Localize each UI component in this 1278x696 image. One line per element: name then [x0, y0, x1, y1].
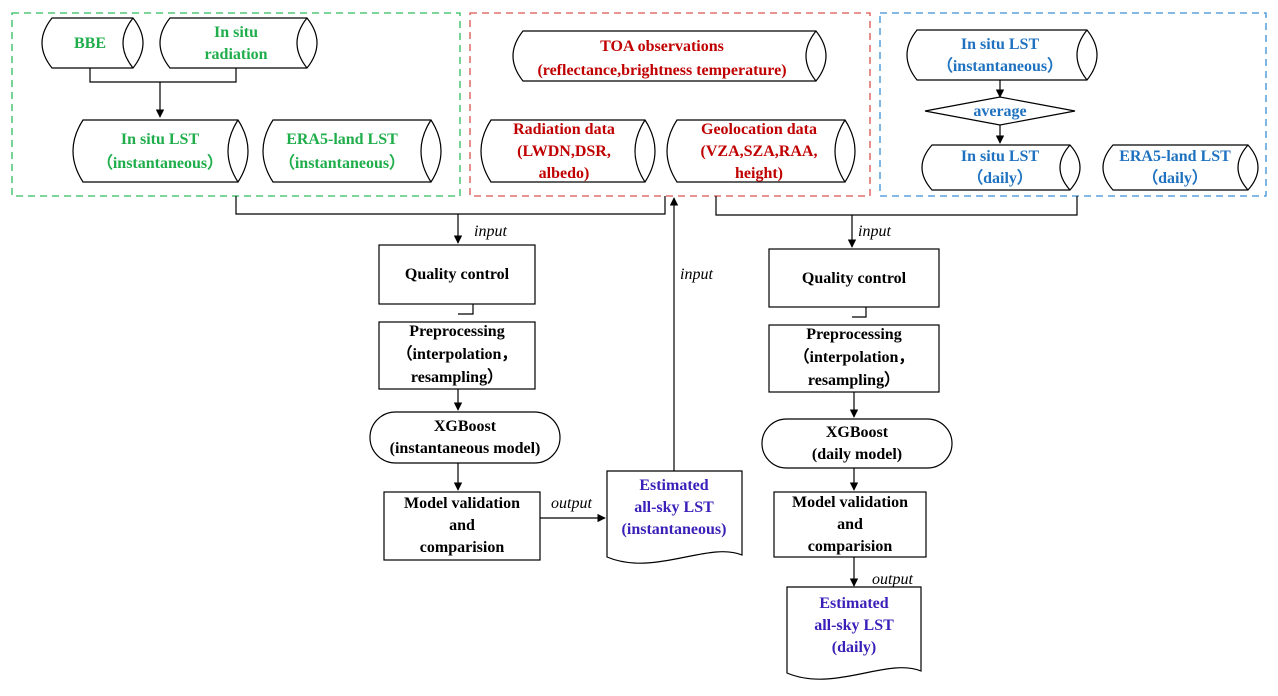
text-right-estimated-line-0: Estimated: [819, 595, 888, 612]
cylinder-blue-insitu-daily: [921, 144, 1081, 191]
cylinder-era5-lst-inst: [262, 119, 442, 183]
label-right-output: output: [872, 571, 913, 588]
text-insitu-lst-inst-line-0: In situ LST: [121, 131, 200, 148]
cylinder-geolocation-data: [666, 119, 856, 183]
cylinder-blue-era5-daily: [1102, 144, 1259, 191]
doc-right-estimated: [786, 586, 922, 680]
group-box-red: [469, 12, 871, 197]
text-left-validation-line-0: Model validation: [404, 495, 520, 512]
text-insitu-radiation-line-1: radiation: [204, 46, 267, 63]
text-geolocation-data-line-2: height): [735, 165, 783, 182]
terminal-left-xgboost: [369, 411, 561, 464]
text-toa-line-1: (reflectance,brightness temperature): [537, 62, 786, 79]
arrow-left-qc-preproc: [458, 304, 474, 315]
text-right-estimated-line-1: all-sky LST: [814, 617, 894, 634]
text-right-preprocessing-line-0: Preprocessing: [806, 326, 901, 343]
text-right-validation-line-0: Model validation: [792, 494, 908, 511]
cylinder-radiation-data: [480, 119, 656, 183]
label-right-input: input: [858, 223, 891, 240]
text-left-estimated-line-2: (instantaneous): [622, 521, 727, 538]
box-right-validation: [773, 491, 927, 558]
diamond-average: [924, 96, 1076, 126]
text-right-estimated-line-2: (daily): [832, 639, 876, 656]
label-left-input: input: [474, 223, 507, 240]
cylinder-bbe: [41, 17, 144, 69]
text-insitu-radiation-line-0: In situ: [214, 24, 258, 41]
text-radiation-data-line-0: Radiation data: [513, 121, 615, 138]
text-right-xgboost-line-0: XGBoost: [826, 424, 889, 441]
box-left-quality-control: [378, 244, 536, 305]
box-left-validation: [383, 491, 541, 561]
text-left-preprocessing-line-0: Preprocessing: [409, 323, 504, 340]
box-left-preprocessing: [378, 321, 536, 390]
text-geolocation-data-line-0: Geolocation data: [701, 121, 817, 138]
text-toa-line-0: TOA observations: [600, 38, 724, 55]
arrow-right-qc-preproc: [852, 307, 867, 318]
box-right-preprocessing: [768, 324, 940, 393]
text-left-preprocessing-line-2: resampling）: [411, 368, 503, 386]
text-right-validation-line-1: and: [837, 516, 863, 533]
group-box-blue: [879, 12, 1267, 197]
text-left-quality-control-line-0: Quality control: [405, 266, 510, 283]
text-right-xgboost-line-1: (daily model): [812, 446, 902, 463]
connector-bbe-radiation: [89, 68, 237, 83]
cylinder-toa: [512, 30, 827, 82]
text-era5-lst-inst-line-0: ERA5-land LST: [286, 131, 398, 148]
text-bbe-line-0: BBE: [74, 35, 106, 52]
text-right-preprocessing-line-1: （interpolation，: [794, 348, 915, 366]
box-right-quality-control: [768, 248, 940, 308]
text-left-preprocessing-line-1: （interpolation，: [397, 345, 518, 363]
text-average-line-0: average: [973, 103, 1026, 120]
text-radiation-data-line-2: albedo): [539, 165, 590, 182]
text-left-estimated-line-1: all-sky LST: [634, 499, 714, 516]
doc-left-estimated: [606, 470, 743, 564]
text-blue-insitu-daily-line-1: （daily）: [967, 169, 1033, 187]
cylinder-blue-insitu-inst: [906, 29, 1098, 81]
bracket-right-input: [715, 196, 1078, 216]
text-left-validation-line-1: and: [449, 517, 475, 534]
text-right-validation-line-2: comparision: [808, 538, 893, 555]
bracket-left-input: [235, 196, 666, 215]
text-right-quality-control-line-0: Quality control: [802, 270, 907, 287]
label-feedback-input: input: [680, 266, 713, 283]
cylinder-insitu-lst-inst: [72, 119, 249, 183]
text-insitu-lst-inst-line-1: （instantaneous）: [97, 154, 223, 172]
text-radiation-data-line-1: (LWDN,DSR,: [517, 143, 611, 160]
text-left-xgboost-line-0: XGBoost: [434, 418, 497, 435]
text-geolocation-data-line-1: (VZA,SZA,RAA,: [701, 143, 818, 160]
cylinder-insitu-radiation: [159, 17, 318, 69]
text-right-preprocessing-line-2: resampling）: [808, 371, 900, 389]
text-left-validation-line-2: comparision: [420, 539, 505, 556]
text-blue-insitu-inst-line-0: In situ LST: [961, 36, 1040, 53]
text-left-xgboost-line-1: (instantaneous model): [390, 440, 541, 457]
text-era5-lst-inst-line-1: （instantaneous）: [279, 154, 405, 172]
terminal-right-xgboost: [761, 418, 953, 469]
text-blue-era5-daily-line-0: ERA5-land LST: [1119, 148, 1231, 165]
text-blue-insitu-inst-line-1: （instantaneous）: [937, 57, 1063, 75]
text-blue-insitu-daily-line-0: In situ LST: [961, 148, 1040, 165]
label-left-output: output: [551, 495, 592, 512]
text-left-estimated-line-0: Estimated: [639, 477, 708, 494]
text-blue-era5-daily-line-1: （daily）: [1142, 169, 1208, 187]
